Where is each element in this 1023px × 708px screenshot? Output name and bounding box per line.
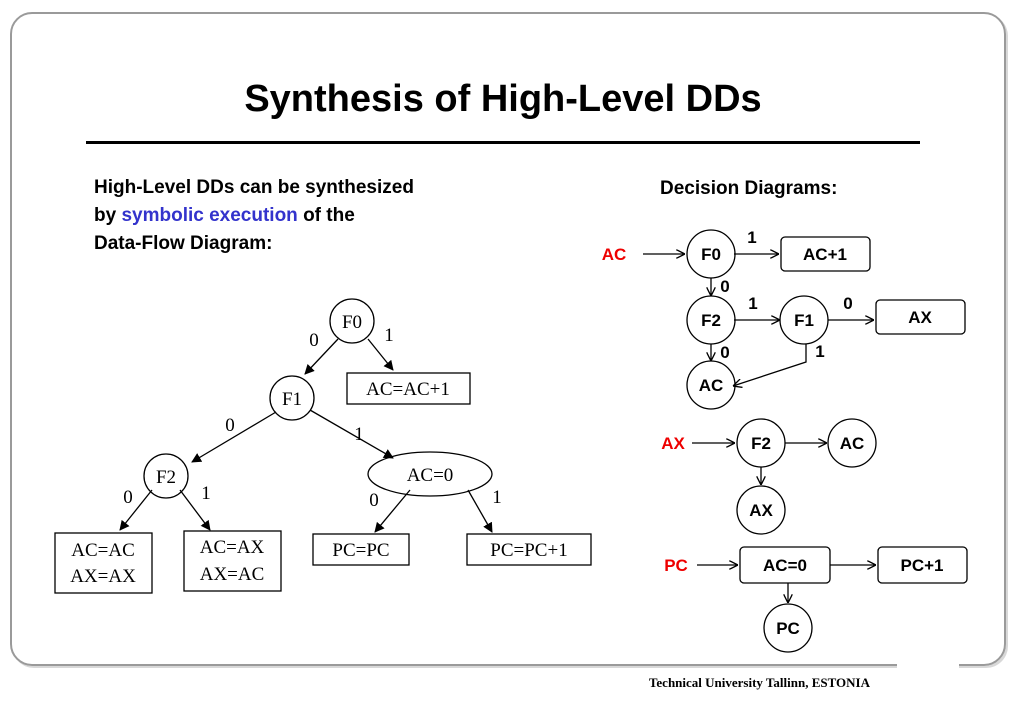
dd-ac-label-f0-0: 0 xyxy=(720,277,729,296)
node-f2-label: F2 xyxy=(156,467,176,488)
node-f0-label: F0 xyxy=(342,312,362,333)
node-ac-test-label: AC=0 xyxy=(407,465,454,486)
edge-f2-leaf2 xyxy=(179,489,211,531)
dd-ac-label-f0-1: 1 xyxy=(747,228,756,247)
box-pc-pc xyxy=(312,533,410,566)
dd-ac-box-ax-label: AX xyxy=(908,308,932,327)
dd-ac-node-ac-label: AC xyxy=(699,376,724,395)
slide-frame xyxy=(10,12,1006,666)
dd-pc-box-inc xyxy=(877,546,968,584)
node-f1 xyxy=(269,375,315,421)
edge-f1-f2 xyxy=(191,411,277,463)
dd-ax-variable: AX xyxy=(661,434,685,453)
intro-text: High-Level DDs can be synthesized by sym… xyxy=(94,174,514,258)
edge-f2-leaf1 xyxy=(119,489,153,531)
dd-ac-variable: AC xyxy=(602,245,627,264)
box-leaf2 xyxy=(183,530,282,592)
box-leaf1 xyxy=(54,532,153,594)
footer-credit: Technical University Tallinn, ESTONIA xyxy=(648,675,870,690)
edge-label-f1-1: 1 xyxy=(354,424,364,445)
box-pc-inc xyxy=(466,533,592,566)
dd-ac-label-f2-0: 0 xyxy=(720,343,729,362)
dd-ac-node-f2 xyxy=(686,295,736,345)
dd-ac-edge-f1-ac xyxy=(733,344,807,386)
dd-ax-node-f2 xyxy=(736,418,786,468)
edge-f0-acinc xyxy=(367,338,394,371)
leaf1-line-1: AC=AC xyxy=(71,540,135,561)
dd-ac-node-ac xyxy=(686,360,736,410)
edge-label-f0-1: 1 xyxy=(384,325,394,346)
edge-label-f2-1: 1 xyxy=(201,483,211,504)
edge-label-f0-0: 0 xyxy=(309,330,319,351)
decision-diagrams-heading: Decision Diagrams: xyxy=(660,178,838,199)
dd-ax-node-ax xyxy=(736,485,786,535)
intro-line-2-prefix: by xyxy=(94,205,122,226)
edge-label-f2-0: 0 xyxy=(123,487,133,508)
dd-ax-node-ac-label: AC xyxy=(840,434,865,453)
dd-pc-node-pc xyxy=(763,603,813,653)
dd-ac-node-f0 xyxy=(686,229,736,279)
edge-label-ac-1: 1 xyxy=(492,487,502,508)
leaf2-line-1: AC=AX xyxy=(200,537,265,558)
box-ac-inc-label: AC=AC+1 xyxy=(366,379,450,400)
dd-ac-box-ax xyxy=(875,299,966,335)
box-pc-pc-label: PC=PC xyxy=(332,540,389,561)
dd-pc-box-inc-label: PC+1 xyxy=(901,556,944,575)
box-pc-inc-label: PC=PC+1 xyxy=(490,540,567,561)
dd-pc-node-pc-label: PC xyxy=(776,619,800,638)
intro-line-3: Data-Flow Diagram: xyxy=(94,233,273,254)
dd-ax-node-ax-label: AX xyxy=(749,501,773,520)
dd-ac-node-f2-label: F2 xyxy=(701,311,721,330)
dd-ac-node-f0-label: F0 xyxy=(701,245,721,264)
node-f0 xyxy=(329,298,375,344)
edge-f0-f1 xyxy=(304,338,339,375)
dd-ac-node-f1-label: F1 xyxy=(794,311,814,330)
dd-ac-label-f2-1: 1 xyxy=(748,294,757,313)
edge-label-ac-0: 0 xyxy=(369,490,379,511)
leaf1-line-2: AX=AX xyxy=(70,566,136,587)
footer-gap xyxy=(897,655,959,669)
title-underline xyxy=(86,141,920,144)
intro-highlight: symbolic execution xyxy=(121,205,298,226)
dd-ac-label-f1-1: 1 xyxy=(815,342,824,361)
edge-ac0-pcpc xyxy=(374,489,411,533)
dd-ac-label-f1-0: 0 xyxy=(843,294,852,313)
intro-line-2-suffix: of the xyxy=(297,205,355,226)
edge-f1-ac0 xyxy=(309,409,394,459)
edge-label-f1-0: 0 xyxy=(225,415,235,436)
dd-pc-box-test xyxy=(739,546,831,584)
dd-pc-variable: PC xyxy=(664,556,688,575)
node-f2 xyxy=(143,453,189,499)
dd-ax-node-f2-label: F2 xyxy=(751,434,771,453)
edge-ac0-pcinc xyxy=(467,489,493,533)
slide-title: Synthesis of High-Level DDs xyxy=(244,78,762,120)
dd-ac-box-inc-label: AC+1 xyxy=(803,245,847,264)
box-ac-inc xyxy=(346,372,471,405)
dd-ax-node-ac xyxy=(827,418,877,468)
node-ac-test xyxy=(367,451,493,497)
node-f1-label: F1 xyxy=(282,389,302,410)
leaf2-line-2: AX=AC xyxy=(200,564,265,585)
dd-pc-box-test-label: AC=0 xyxy=(763,556,807,575)
intro-line-1: High-Level DDs can be synthesized xyxy=(94,177,414,198)
dd-ac-node-f1 xyxy=(779,295,829,345)
dd-ac-box-inc xyxy=(780,236,871,272)
